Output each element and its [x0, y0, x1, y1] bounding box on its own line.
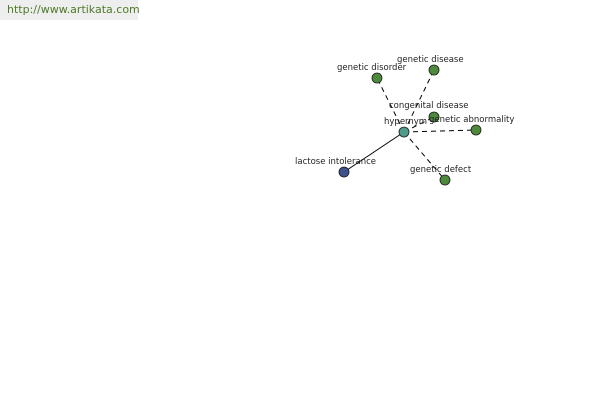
- label-genetic-disease: genetic disease: [397, 55, 464, 65]
- node-genetic-abnormality[interactable]: [470, 124, 482, 136]
- edge-genetic-disorder: [376, 77, 405, 133]
- edge-genetic-disease: [403, 69, 435, 133]
- node-genetic-disorder[interactable]: [371, 72, 383, 84]
- label-genetic-disorder: genetic disorder: [337, 63, 407, 73]
- label-hypernym: hypernym: [384, 117, 427, 127]
- edge-genetic-defect: [403, 131, 446, 181]
- node-genetic-disease[interactable]: [428, 64, 440, 76]
- label-genetic-defect: genetic defect: [410, 165, 472, 175]
- label-genetic-abnormality: genetic abnormality: [429, 115, 514, 125]
- edge-source-center: [343, 131, 405, 173]
- edge-genetic-abnormality: [403, 129, 477, 133]
- label-lactose-intolerance: lactose intolerance: [295, 157, 376, 167]
- label-congenital-disease: congenital disease: [389, 101, 469, 111]
- edge-congenital-disease: [403, 116, 435, 133]
- node-congenital-disease[interactable]: [428, 111, 440, 123]
- node-genetic-defect[interactable]: [439, 174, 451, 186]
- site-url[interactable]: http://www.artikata.com: [0, 0, 140, 20]
- node-hypernym[interactable]: [398, 126, 410, 138]
- node-lactose-intolerance[interactable]: [338, 166, 350, 178]
